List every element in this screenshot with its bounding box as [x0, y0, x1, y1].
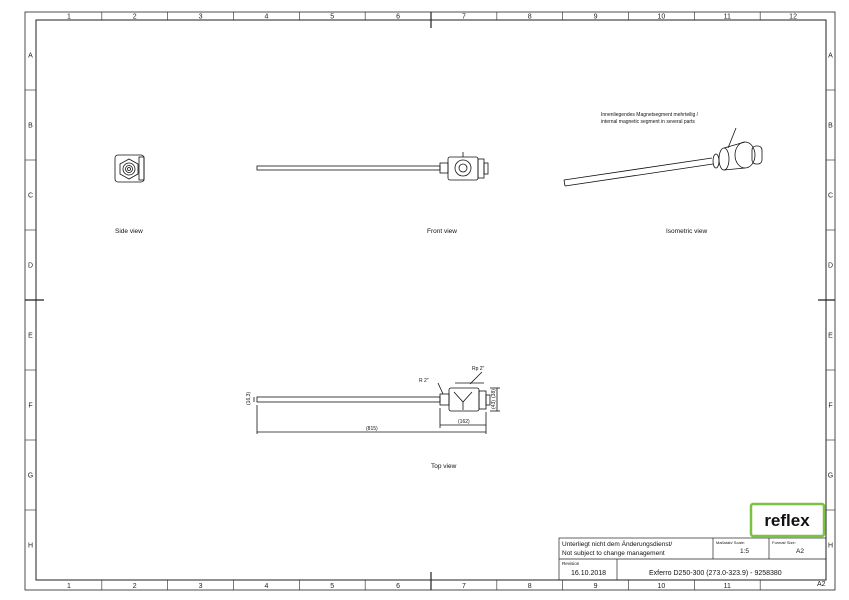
front-view-label: Front view [427, 228, 457, 235]
grid-column-label-bottom: 1 [67, 583, 71, 590]
grid-column-label-top: 12 [789, 14, 797, 21]
revision-date: 16.10.2018 [571, 570, 606, 577]
grid-row-label-right: A [828, 53, 833, 60]
dim-rp2: Rp 2" [472, 366, 485, 372]
dim-16-3: (16,3) [246, 392, 252, 405]
grid-row-label-left: A [28, 53, 33, 60]
grid-column-label-bottom: 11 [724, 583, 731, 590]
grid-column-label-top: 8 [528, 14, 532, 21]
reflex-logo: reflex [749, 502, 826, 538]
grid-column-label-top: 9 [594, 14, 598, 21]
dim-815: (815) [366, 426, 378, 432]
dim-38: (38) [491, 389, 497, 398]
grid-column-label-top: 11 [724, 14, 731, 21]
grid-column-label-bottom: 8 [528, 583, 532, 590]
grid-column-label-top: 2 [133, 14, 137, 21]
note-line-2: internal magnetic segment in several par… [601, 119, 695, 125]
isometric-view-drawing [563, 127, 763, 187]
title-block [558, 537, 827, 581]
grid-column-label-bottom: 9 [594, 583, 598, 590]
grid-corner-format: A2 [817, 581, 826, 588]
drawing-title: Exferro D250-300 (273.0-323.9) - 9258380 [649, 570, 782, 577]
outer-border [24, 11, 836, 591]
dim-r2: R 2" [419, 378, 429, 384]
format-label: Format/ Size: [772, 540, 796, 545]
grid-row-label-left: H [28, 543, 33, 550]
grid-row-label-right: D [828, 263, 833, 270]
grid-column-label-top: 10 [658, 14, 666, 21]
side-view-drawing [114, 154, 145, 183]
isometric-view-label: Isometric view [666, 228, 707, 235]
scale-label: Maßstab/ Scale: [716, 540, 745, 545]
change-mgmt-de: Unterliegt nicht dem Änderungsdienst/ [562, 540, 672, 548]
format-value: A2 [796, 548, 804, 555]
grid-column-label-bottom: 2 [133, 583, 137, 590]
note-line-1: Innenliegendes Magnetsegment mehrteilig … [601, 112, 699, 118]
grid-column-label-top: 1 [67, 14, 71, 21]
svg-text:reflex: reflex [764, 511, 810, 530]
grid-row-label-right: H [828, 543, 833, 550]
grid-column-label-top: 7 [462, 14, 466, 21]
dim-43: (43) [491, 400, 497, 409]
grid-column-label-bottom: 6 [396, 583, 400, 590]
grid-row-label-left: E [28, 333, 33, 340]
grid-column-label-bottom: 7 [462, 583, 466, 590]
change-mgmt-en: Not subject to change management [562, 550, 665, 557]
grid-row-label-left: G [28, 473, 33, 480]
grid-column-label-top: 4 [264, 14, 268, 21]
top-view-drawing [253, 371, 500, 434]
dim-162: (162) [458, 419, 470, 425]
grid-row-label-left: B [28, 123, 33, 130]
grid-column-label-bottom: 5 [330, 583, 334, 590]
revision-label: Revision [562, 561, 580, 566]
grid-row-label-left: F [28, 403, 32, 410]
scale-value: 1:5 [740, 548, 749, 555]
grid-row-label-right: F [828, 403, 832, 410]
grid-row-label-right: G [828, 473, 833, 480]
grid-column-label-top: 6 [396, 14, 400, 21]
grid-column-label-top: 5 [330, 14, 334, 21]
top-view-label: Top view [431, 463, 457, 470]
grid-column-label-bottom: 3 [199, 583, 203, 590]
grid-row-label-right: E [828, 333, 833, 340]
grid-row-label-right: B [828, 123, 833, 130]
grid-row-label-left: D [28, 263, 33, 270]
grid-column-label-top: 3 [199, 14, 203, 21]
front-view-drawing [256, 152, 489, 181]
side-view-label: Side view [115, 228, 143, 235]
grid-row-label-left: C [28, 193, 33, 200]
grid-column-label-bottom: 10 [658, 583, 666, 590]
grid-column-label-bottom: 4 [264, 583, 268, 590]
grid-row-label-right: C [828, 193, 833, 200]
